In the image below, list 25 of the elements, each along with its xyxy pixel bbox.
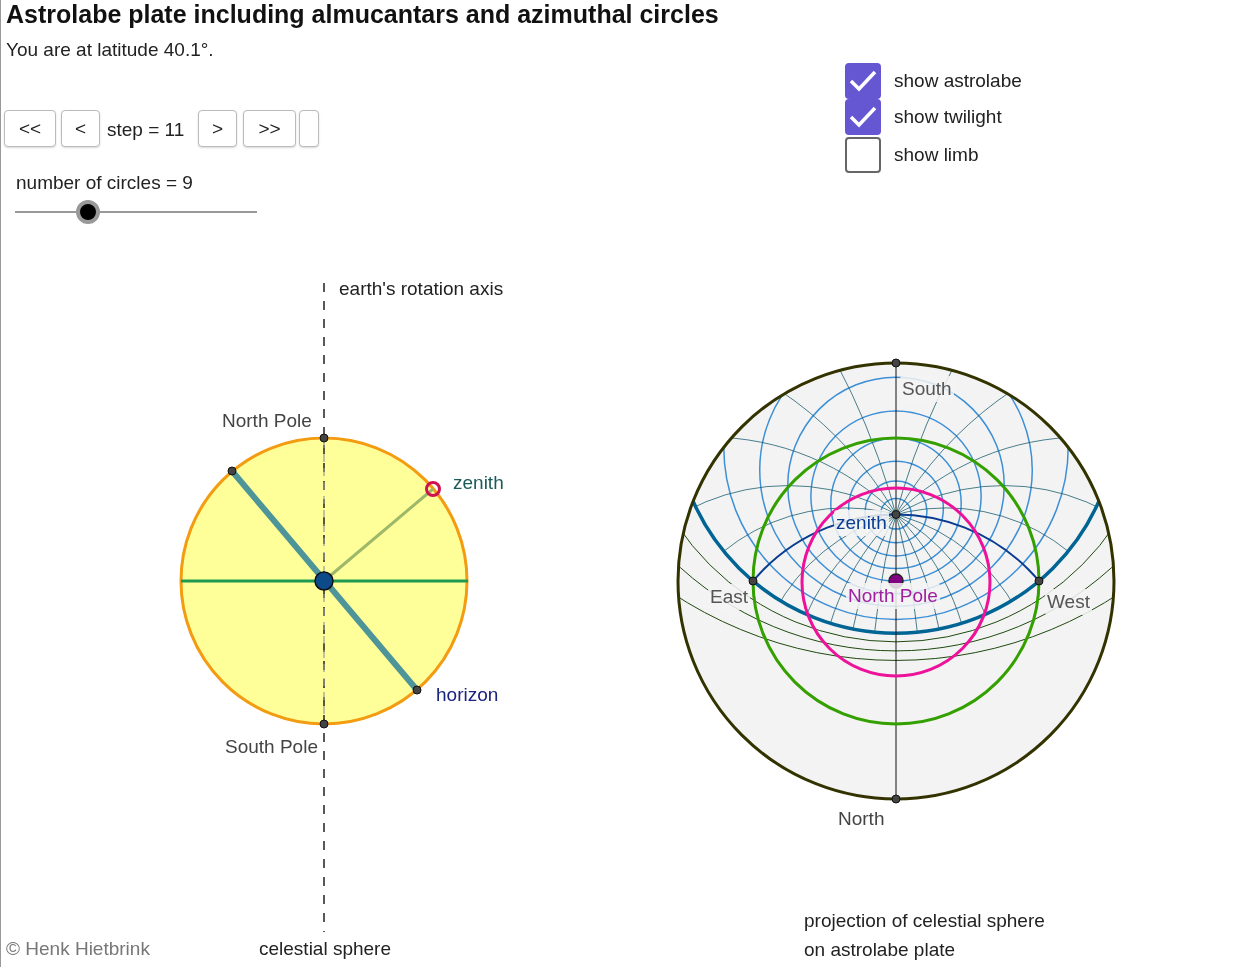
direction-label: West: [1045, 589, 1092, 615]
pole-label: South Pole: [225, 735, 318, 759]
direction-label: South: [900, 376, 954, 402]
pole-label: North Pole: [222, 409, 312, 433]
step-button: <<: [4, 110, 56, 147]
checkbox-label: show twilight: [894, 105, 1002, 129]
step-button: >>: [243, 110, 296, 147]
caption: celestial sphere: [259, 937, 392, 961]
direction-label: East: [708, 584, 751, 610]
step-value: step = 11: [107, 118, 185, 142]
zenith-label: zenith: [834, 510, 889, 536]
caption: projection of celestial sphere on astrolabe plate: [804, 909, 1046, 962]
copyright-text: © Henk Hietbrink: [6, 937, 150, 961]
slider-label: number of circles = 9: [16, 171, 193, 195]
checkbox-label: show limb: [894, 143, 979, 167]
title: Astrolabe plate including almucantars and azimuthal circles: [6, 0, 719, 29]
checkbox-label: show astrolabe: [894, 69, 1022, 93]
axis-label: earth's rotation axis: [339, 277, 504, 301]
horizon-label: horizon: [436, 683, 499, 707]
direction-label: North: [838, 807, 885, 831]
latitude-text: You are at latitude 40.1°.: [6, 38, 214, 62]
pole-label: North Pole: [846, 583, 940, 609]
step-button: >: [198, 110, 237, 147]
zenith-label: zenith: [453, 471, 504, 495]
step-button: <: [61, 110, 100, 147]
